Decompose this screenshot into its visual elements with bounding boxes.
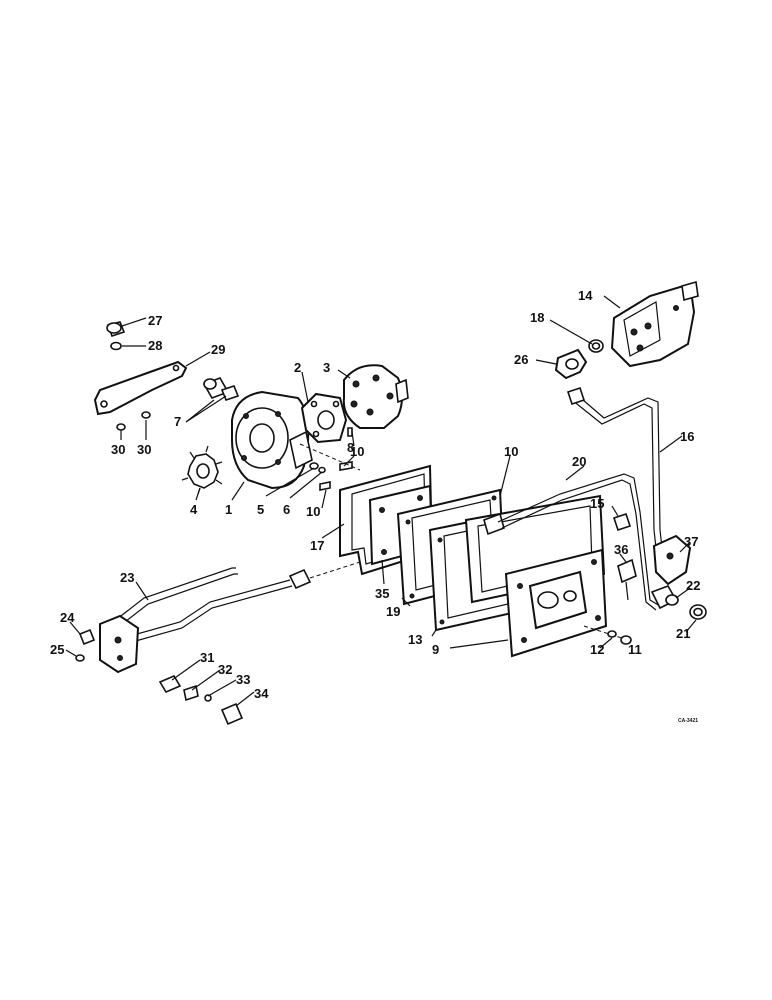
callout-34: 34 bbox=[254, 686, 269, 701]
part-5-6-10-seals-pins bbox=[299, 443, 361, 491]
callout-18: 18 bbox=[530, 310, 544, 325]
part-27-plug bbox=[106, 321, 126, 338]
part-23-manifold-block bbox=[99, 614, 140, 674]
part-28-washer bbox=[110, 341, 122, 351]
part-7-fittings bbox=[202, 377, 240, 401]
part-18-o-ring bbox=[588, 339, 604, 353]
callout-22: 22 bbox=[686, 578, 700, 593]
callout-32: 32 bbox=[218, 662, 232, 677]
callout-25: 25 bbox=[50, 642, 64, 657]
callout-14: 14 bbox=[578, 288, 593, 303]
callout-27: 27 bbox=[148, 313, 162, 328]
callout-19: 19 bbox=[386, 604, 400, 619]
callout-10-top: 10 bbox=[350, 444, 364, 459]
callout-35: 35 bbox=[375, 586, 389, 601]
callout-16: 16 bbox=[680, 429, 694, 444]
part-36-bracket bbox=[617, 558, 637, 601]
part-1-pump-body bbox=[231, 390, 313, 490]
callout-10-right: 10 bbox=[504, 444, 518, 459]
part-3-pump-cover bbox=[342, 364, 409, 429]
part-9-valve-plate bbox=[504, 548, 608, 658]
part-26-fitting bbox=[554, 348, 588, 380]
callout-21: 21 bbox=[676, 626, 690, 641]
part-22-elbow bbox=[650, 585, 679, 610]
callout-15: 15 bbox=[590, 496, 604, 511]
callout-23: 23 bbox=[120, 570, 134, 585]
part-23-tube bbox=[107, 561, 361, 643]
callout-1: 1 bbox=[225, 502, 232, 517]
callout-37: 37 bbox=[684, 534, 698, 549]
callout-31: 31 bbox=[200, 650, 214, 665]
part-30-washers bbox=[116, 411, 151, 431]
callout-6: 6 bbox=[283, 502, 290, 517]
part-21-o-ring bbox=[689, 604, 707, 620]
callout-17: 17 bbox=[310, 538, 324, 553]
part-15-fitting bbox=[612, 512, 632, 532]
callout-29: 29 bbox=[211, 342, 225, 357]
callout-13: 13 bbox=[408, 632, 422, 647]
callout-26: 26 bbox=[514, 352, 528, 367]
callout-labels: 27 28 29 2 3 7 30 30 8 10 4 1 5 6 10 17 … bbox=[50, 288, 700, 724]
callout-30-right: 30 bbox=[137, 442, 151, 457]
callout-4: 4 bbox=[190, 502, 198, 517]
part-31-34-relief-valve-parts bbox=[158, 674, 244, 726]
callout-10-mid: 10 bbox=[306, 504, 320, 519]
part-29-bracket bbox=[93, 360, 188, 416]
callout-3: 3 bbox=[323, 360, 330, 375]
callout-9: 9 bbox=[432, 642, 439, 657]
callout-30-left: 30 bbox=[111, 442, 125, 457]
callout-12: 12 bbox=[590, 642, 604, 657]
callout-28: 28 bbox=[148, 338, 162, 353]
part-37-connector bbox=[652, 534, 692, 586]
part-14-valve bbox=[610, 280, 699, 368]
callout-8: 8 bbox=[347, 440, 354, 455]
part-4-gear bbox=[181, 445, 223, 495]
part-8-pin bbox=[347, 427, 353, 437]
callout-24: 24 bbox=[60, 610, 75, 625]
part-11-12-plugs bbox=[583, 625, 632, 645]
callout-36: 36 bbox=[614, 542, 628, 557]
callout-33: 33 bbox=[236, 672, 250, 687]
callout-11: 11 bbox=[628, 642, 642, 657]
leader-lines bbox=[65, 295, 697, 707]
part-24-25-fittings bbox=[75, 628, 96, 662]
callout-7: 7 bbox=[174, 414, 181, 429]
part-2-gasket bbox=[300, 392, 348, 444]
part-20-tube bbox=[497, 473, 661, 611]
callout-5: 5 bbox=[257, 502, 264, 517]
callout-20: 20 bbox=[572, 454, 586, 469]
callout-2: 2 bbox=[294, 360, 301, 375]
part-16-tube bbox=[566, 386, 663, 549]
drawing-code: CA-3421 bbox=[678, 718, 698, 724]
